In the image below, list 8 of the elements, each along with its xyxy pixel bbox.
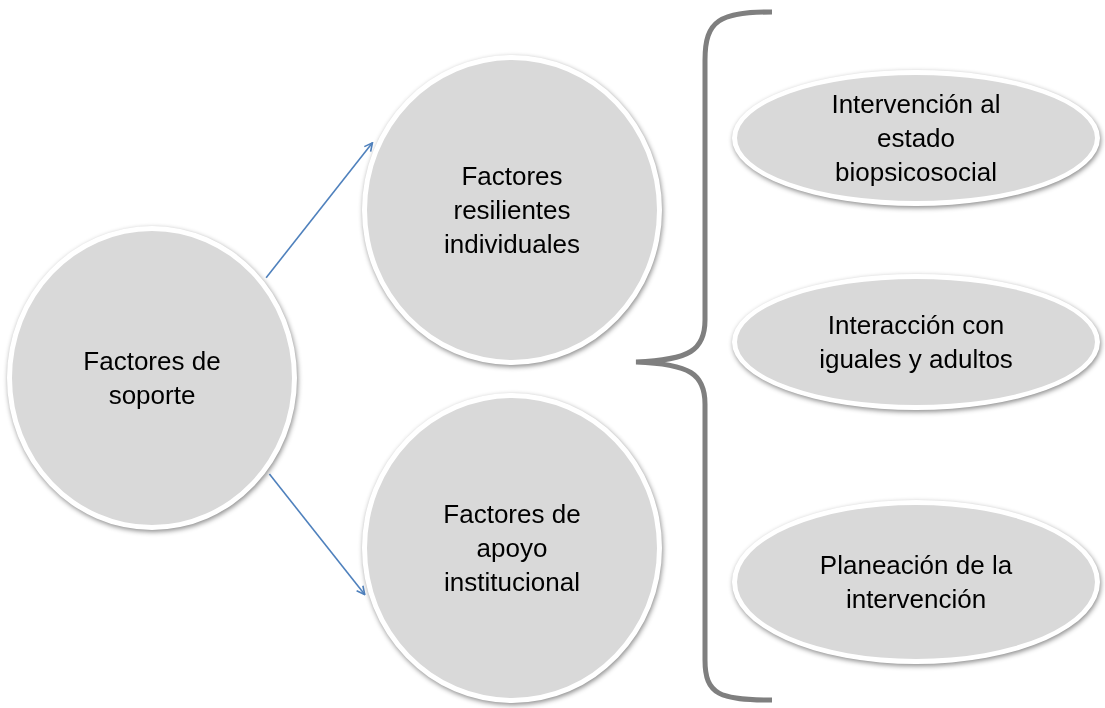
node-label: Factores resilientes individuales — [443, 160, 581, 261]
node-label: Interacción con iguales y adultos — [818, 309, 1014, 376]
arrow — [268, 473, 366, 596]
node-label: Planeación de la intervención — [818, 549, 1014, 616]
node-label: Intervención al estado biopsicosocial — [830, 88, 1002, 189]
node-label: Factores de apoyo institucional — [442, 498, 582, 599]
arrow — [265, 142, 374, 279]
node-label: Factores de soporte — [82, 345, 222, 412]
